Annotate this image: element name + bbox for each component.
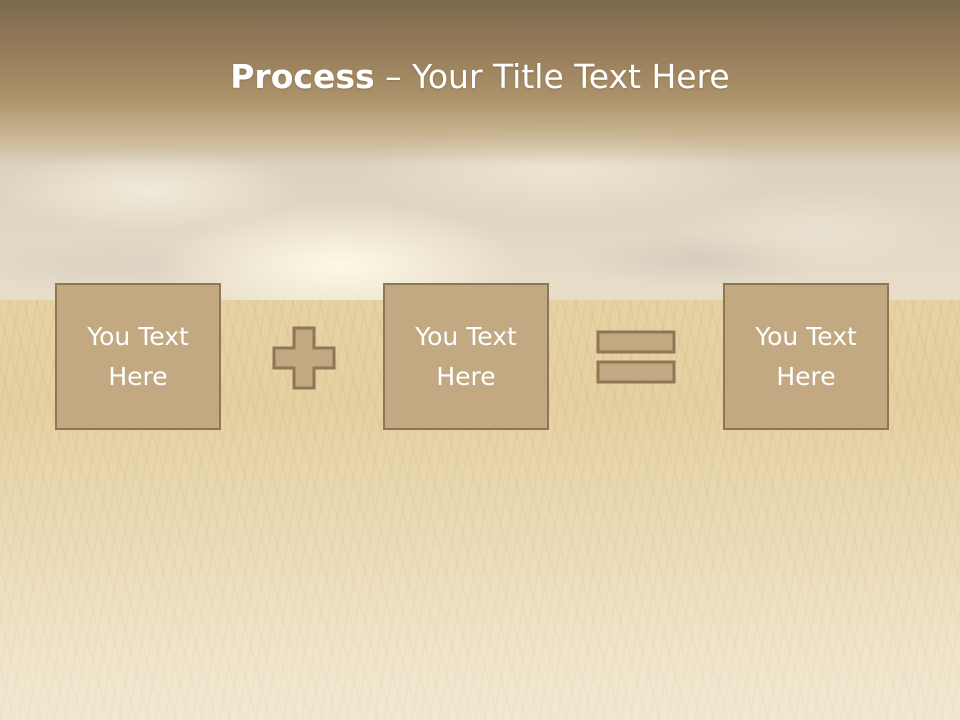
box-3-line-1: You Text	[755, 321, 857, 351]
title-header-band	[0, 0, 960, 165]
box-1-line-2: Here	[108, 361, 168, 391]
title-rest-part: – Your Title Text Here	[374, 57, 730, 96]
box-1-line-1: You Text	[87, 321, 189, 351]
box-2-line-2: Here	[436, 361, 496, 391]
slide-title[interactable]: Process – Your Title Text Here	[0, 52, 960, 102]
equals-icon	[596, 330, 676, 384]
title-bold-part: Process	[230, 57, 375, 96]
box-3-line-2: Here	[776, 361, 836, 391]
box-2-line-1: You Text	[415, 321, 517, 351]
plus-icon	[272, 326, 336, 390]
